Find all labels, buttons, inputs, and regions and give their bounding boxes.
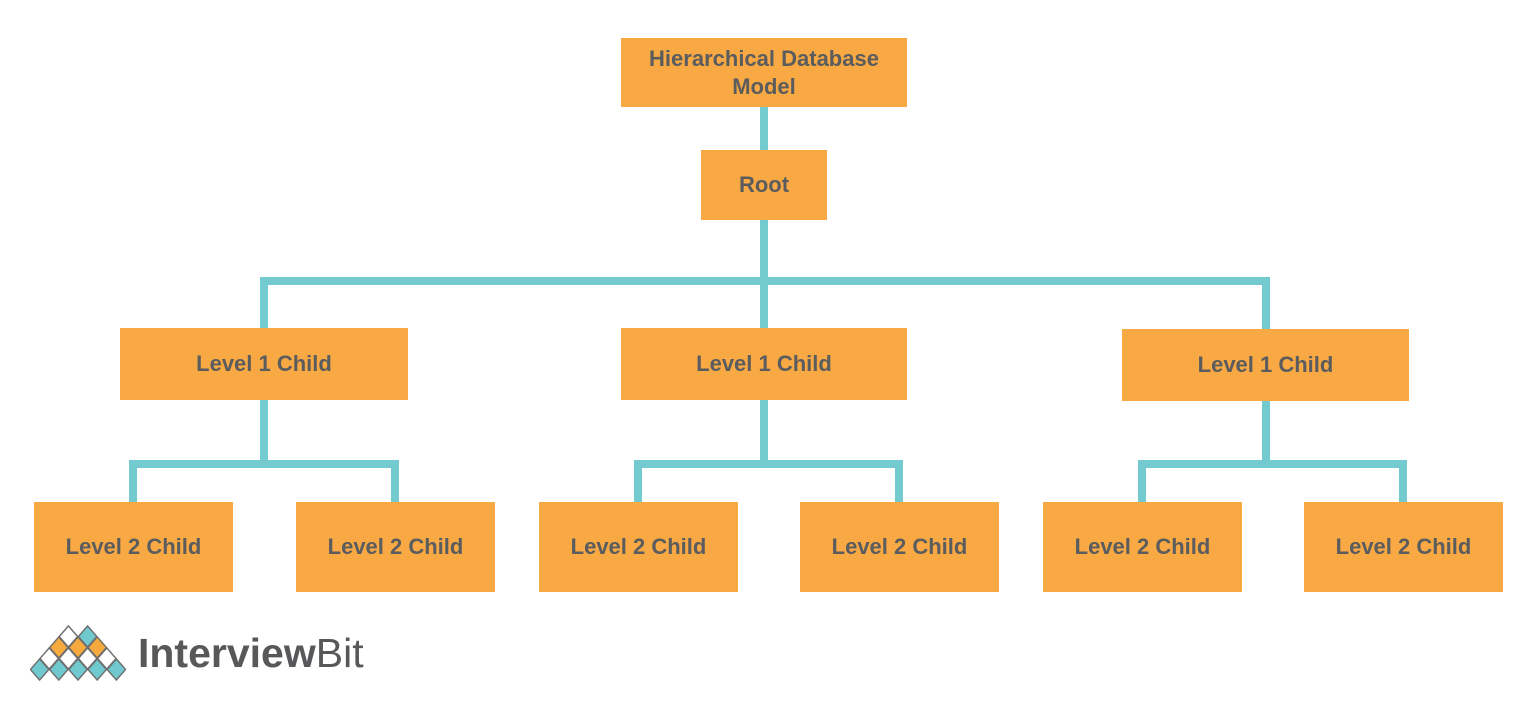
connector-level1-right-down xyxy=(1262,401,1270,462)
connector-drop-level2-1 xyxy=(129,460,137,502)
connector-level1-center-down xyxy=(760,400,768,462)
node-level2-child-1: Level 2 Child xyxy=(34,502,233,592)
connector-level2-bar-left xyxy=(129,460,399,468)
interviewbit-logo: InterviewBit xyxy=(30,620,364,686)
connector-level2-bar-center xyxy=(634,460,903,468)
connector-drop-level1-left xyxy=(260,277,268,328)
wordmark-bit: Bit xyxy=(315,629,364,676)
node-title: Hierarchical Database Model xyxy=(621,38,907,107)
node-level1-child-1: Level 1 Child xyxy=(120,328,408,400)
wordmark-interview: Interview xyxy=(138,629,316,676)
connector-root-to-level1-bar xyxy=(760,220,768,328)
node-level1-child-3: Level 1 Child xyxy=(1122,329,1409,401)
connector-level1-horizontal-bar xyxy=(260,277,1270,285)
node-root: Root xyxy=(701,150,827,220)
connector-drop-level2-2 xyxy=(391,460,399,502)
node-level2-child-3: Level 2 Child xyxy=(539,502,738,592)
connector-level1-left-down xyxy=(260,400,268,462)
connector-drop-level2-4 xyxy=(895,460,903,502)
connector-drop-level2-6 xyxy=(1399,460,1407,502)
node-level2-child-6: Level 2 Child xyxy=(1304,502,1503,592)
node-level2-child-5: Level 2 Child xyxy=(1043,502,1242,592)
node-level2-child-4: Level 2 Child xyxy=(800,502,999,592)
interviewbit-wordmark: InterviewBit xyxy=(138,630,364,677)
connector-title-to-root xyxy=(760,107,768,150)
connector-drop-level2-3 xyxy=(634,460,642,502)
connector-drop-level1-right xyxy=(1262,277,1270,329)
connector-level2-bar-right xyxy=(1138,460,1407,468)
node-level1-child-2: Level 1 Child xyxy=(621,328,907,400)
connector-drop-level2-5 xyxy=(1138,460,1146,502)
node-level2-child-2: Level 2 Child xyxy=(296,502,495,592)
interviewbit-pyramid-icon xyxy=(30,624,126,682)
